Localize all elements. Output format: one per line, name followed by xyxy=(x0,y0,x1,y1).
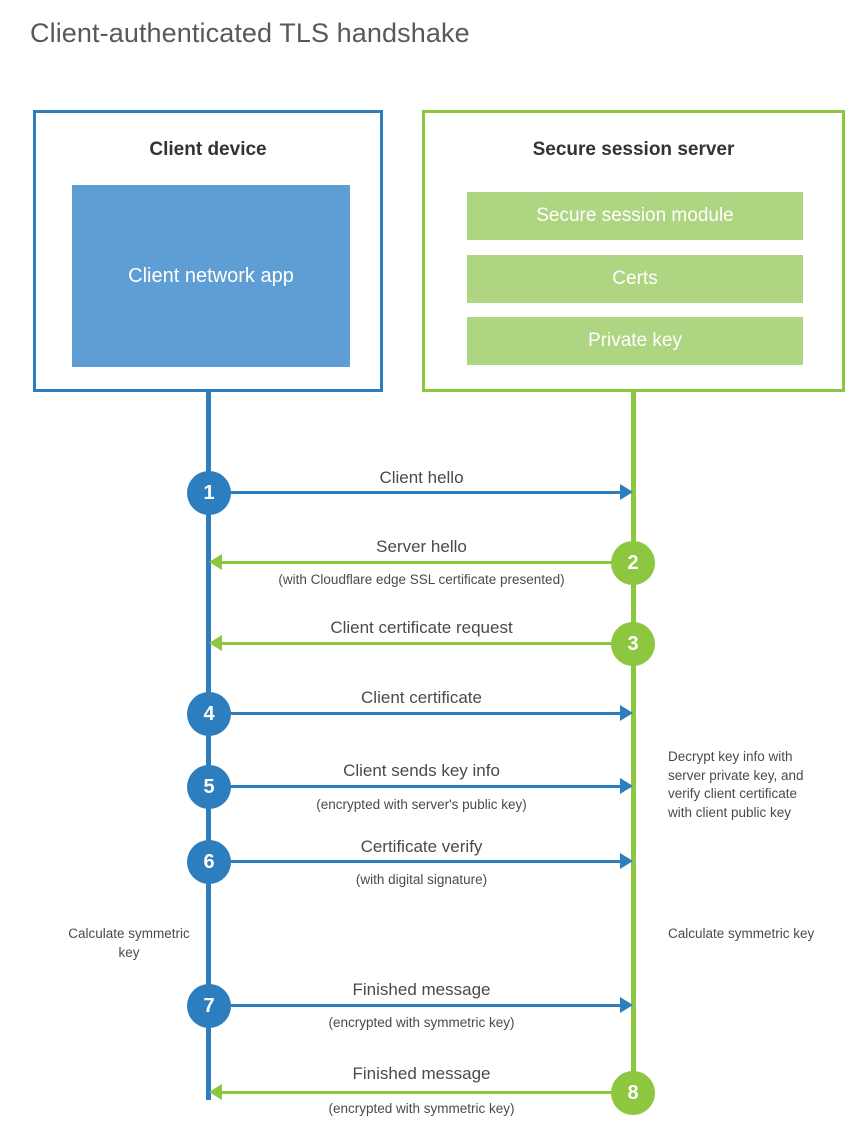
step-6-arrow-head xyxy=(620,853,633,869)
step-8-arrow-head xyxy=(209,1084,222,1100)
step-7-sublabel: (encrypted with symmetric key) xyxy=(328,1015,515,1030)
step-8-label: Finished message xyxy=(352,1064,491,1083)
client-calculate-symmetric-key-note: Calculate symmetric key xyxy=(68,926,190,960)
step-5-label: Client sends key info xyxy=(343,761,500,780)
client-device-box: Client device Client network app xyxy=(33,110,383,392)
client-lifeline xyxy=(206,390,211,1100)
step-2-arrow-head xyxy=(209,554,222,570)
step-1-arrow-head xyxy=(620,484,633,500)
secure-session-server-title: Secure session server xyxy=(532,139,735,160)
step-8-circle[interactable]: 8 xyxy=(611,1071,655,1115)
step-3-circle[interactable]: 3 xyxy=(611,622,655,666)
step-8-sublabel: (encrypted with symmetric key) xyxy=(328,1101,515,1116)
step-2-arrow-line xyxy=(222,561,634,564)
server-block-certs: Certs xyxy=(467,255,803,303)
step-1-circle[interactable]: 1 xyxy=(187,471,231,515)
client-device-title: Client device xyxy=(149,139,267,160)
step-7-circle[interactable]: 7 xyxy=(187,984,231,1028)
step-6-circle[interactable]: 6 xyxy=(187,840,231,884)
step-8-arrow-line xyxy=(222,1091,634,1094)
step-4-arrow-line xyxy=(209,712,621,715)
step-4-circle[interactable]: 4 xyxy=(187,692,231,736)
step-6-sublabel: (with digital signature) xyxy=(355,872,488,887)
server-lifeline xyxy=(631,390,636,1093)
secure-session-server-box: Secure session server Secure session mod… xyxy=(422,110,845,392)
step-1-label: Client hello xyxy=(379,468,464,487)
step-5-arrow-line xyxy=(209,785,621,788)
step-2-label: Server hello xyxy=(376,537,467,556)
step-7-arrow-head xyxy=(620,997,633,1013)
server-calculate-symmetric-key-note: Calculate symmetric key xyxy=(668,926,815,941)
step-7-label: Finished message xyxy=(352,980,491,999)
server-block-private-key: Private key xyxy=(467,317,803,365)
step-5-circle[interactable]: 5 xyxy=(187,765,231,809)
step-1-arrow-line xyxy=(209,491,621,494)
step-3-arrow-line xyxy=(222,642,634,645)
step-3-arrow-head xyxy=(209,635,222,651)
step-5-sublabel: (encrypted with server's public key) xyxy=(316,797,527,812)
server-decrypt-note: Decrypt key info with server private key… xyxy=(668,749,804,820)
step-5-arrow-head xyxy=(620,778,633,794)
step-7-arrow-line xyxy=(209,1004,621,1007)
step-6-label: Certificate verify xyxy=(360,837,483,856)
step-4-arrow-head xyxy=(620,705,633,721)
step-3-label: Client certificate request xyxy=(330,618,513,637)
client-network-app-block: Client network app xyxy=(72,185,350,367)
server-block-secure-session-module: Secure session module xyxy=(467,192,803,240)
page-title: Client-authenticated TLS handshake xyxy=(30,18,470,48)
step-4-label: Client certificate xyxy=(361,688,482,707)
step-6-arrow-line xyxy=(209,860,621,863)
step-2-sublabel: (with Cloudflare edge SSL certificate pr… xyxy=(278,572,565,587)
step-2-circle[interactable]: 2 xyxy=(611,541,655,585)
